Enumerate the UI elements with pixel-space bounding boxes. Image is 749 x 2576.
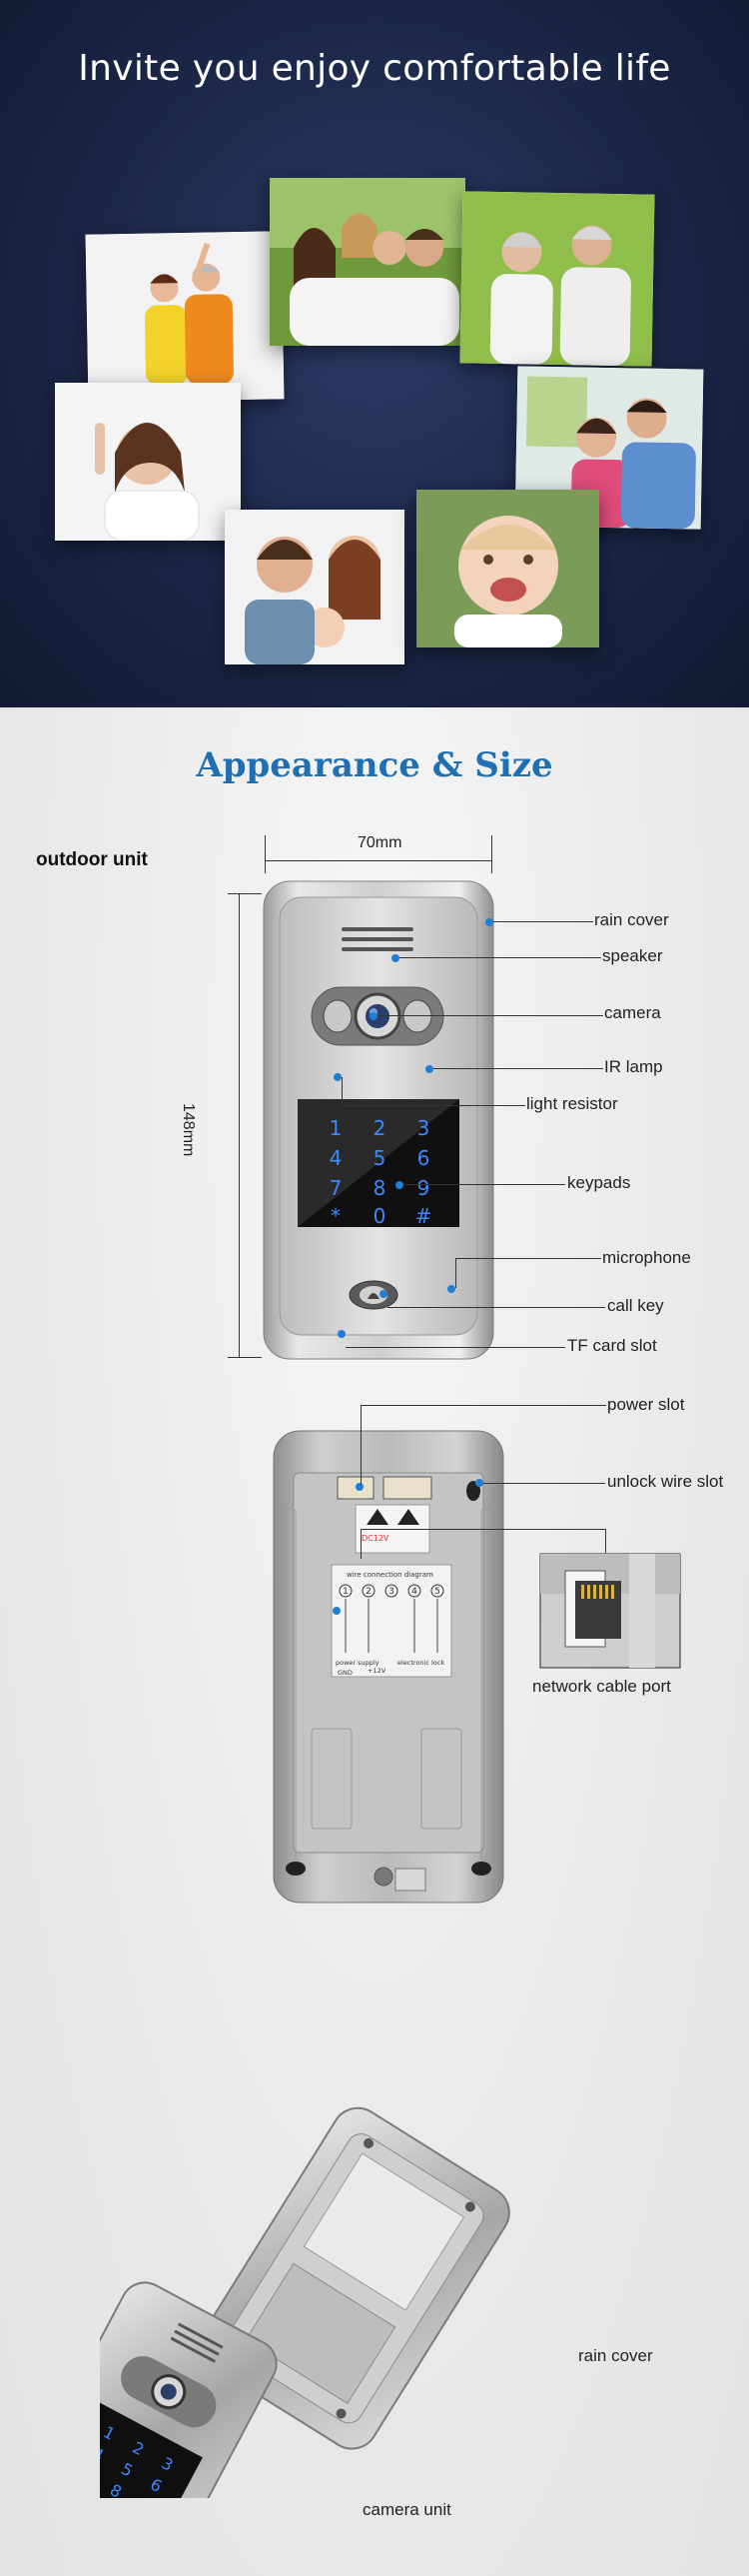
section-title: Appearance & Size bbox=[196, 745, 553, 785]
diagram-num-1: 1 bbox=[343, 1587, 349, 1597]
photo-smiling-baby bbox=[416, 490, 599, 647]
electronic-lock-text: electronic lock bbox=[397, 1659, 444, 1667]
leader-power-slot-h bbox=[361, 1405, 606, 1406]
label-light-resistor: light resistor bbox=[526, 1094, 618, 1113]
key-star: * bbox=[331, 1204, 341, 1228]
label-keypads: keypads bbox=[567, 1173, 631, 1192]
label-camera-unit: camera unit bbox=[363, 2500, 451, 2519]
leader-rain-cover bbox=[493, 921, 593, 922]
key-9: 9 bbox=[417, 1176, 430, 1200]
dot-power-slot bbox=[356, 1483, 364, 1491]
keypad-keys: 1 2 3 4 5 6 7 8 9 * 0 # bbox=[330, 1116, 432, 1228]
power-supply-text: power supply bbox=[336, 1659, 379, 1667]
svg-text:4: 4 bbox=[100, 2443, 107, 2465]
label-microphone: microphone bbox=[602, 1248, 691, 1267]
label-speaker: speaker bbox=[602, 946, 663, 965]
leader-network-port-down bbox=[605, 1529, 606, 1553]
v12-text: +12V bbox=[368, 1667, 386, 1675]
label-power-slot: power slot bbox=[607, 1395, 685, 1414]
label-camera: camera bbox=[604, 1003, 661, 1022]
dot-call-key bbox=[379, 1290, 387, 1298]
dot-keypads bbox=[395, 1181, 403, 1189]
key-4: 4 bbox=[330, 1146, 343, 1170]
key-hash: # bbox=[415, 1204, 432, 1228]
leader-network-port-v bbox=[361, 1529, 362, 1559]
diagram-num-2: 2 bbox=[366, 1587, 372, 1597]
photo-couple-baby bbox=[225, 510, 404, 664]
height-dim-tick-bottom bbox=[228, 1357, 262, 1358]
width-dimension: 70mm bbox=[358, 834, 402, 851]
height-dimension: 148mm bbox=[180, 1103, 197, 1157]
leader-speaker bbox=[399, 957, 601, 958]
leader-network-port-h bbox=[361, 1529, 606, 1530]
dot-microphone bbox=[447, 1285, 455, 1293]
width-dim-line bbox=[265, 860, 492, 861]
diagram-title: wire connection diagram bbox=[347, 1571, 433, 1579]
dot-ir-lamp bbox=[425, 1065, 433, 1073]
leader-microphone-h bbox=[455, 1258, 601, 1259]
label-call-key: call key bbox=[607, 1296, 664, 1315]
leader-light-resistor-h bbox=[342, 1105, 525, 1106]
leader-microphone bbox=[455, 1258, 456, 1288]
key-5: 5 bbox=[374, 1146, 386, 1170]
network-port-inset bbox=[539, 1553, 681, 1669]
exploded-view-illustration: 123 456 789 *0# bbox=[100, 2106, 510, 2498]
label-unlock-wire-slot: unlock wire slot bbox=[607, 1472, 724, 1491]
svg-text:9: 9 bbox=[136, 2496, 154, 2498]
dot-tf-card-slot bbox=[338, 1330, 346, 1338]
leader-keypads bbox=[403, 1184, 565, 1185]
photo-elderly-couple bbox=[459, 191, 655, 367]
hero-banner: Invite you enjoy comfortable life bbox=[0, 0, 749, 707]
key-7: 7 bbox=[330, 1176, 343, 1200]
front-unit-illustration: 1 2 3 4 5 6 7 8 9 * 0 # bbox=[263, 880, 494, 1360]
label-bottom-rain-cover: rain cover bbox=[578, 2346, 653, 2365]
dot-rain-cover bbox=[485, 918, 493, 926]
leader-light-resistor bbox=[342, 1077, 343, 1105]
hero-title: Invite you enjoy comfortable life bbox=[78, 48, 671, 89]
dot-network-port bbox=[333, 1607, 341, 1615]
width-dim-tick-right bbox=[491, 835, 492, 873]
key-1: 1 bbox=[330, 1116, 343, 1140]
dot-speaker bbox=[391, 954, 399, 962]
label-network-cable-port: network cable port bbox=[532, 1677, 671, 1696]
photo-couple-cheering bbox=[85, 231, 285, 403]
key-8: 8 bbox=[374, 1176, 386, 1200]
key-2: 2 bbox=[374, 1116, 386, 1140]
key-0: 0 bbox=[374, 1204, 386, 1228]
height-dim-tick-top bbox=[228, 893, 262, 894]
dot-camera bbox=[370, 1012, 377, 1020]
leader-ir-lamp bbox=[433, 1068, 603, 1069]
dot-light-resistor bbox=[334, 1073, 342, 1081]
photo-family-grass bbox=[270, 178, 465, 346]
photo-woman-pointing bbox=[55, 383, 241, 541]
diagram-num-5: 5 bbox=[434, 1587, 440, 1597]
diagram-num-4: 4 bbox=[411, 1587, 417, 1597]
key-6: 6 bbox=[417, 1146, 430, 1170]
diagram-num-3: 3 bbox=[388, 1587, 394, 1597]
gnd-text: GND bbox=[338, 1669, 353, 1677]
label-rain-cover: rain cover bbox=[594, 910, 669, 929]
label-tf-card-slot: TF card slot bbox=[567, 1336, 657, 1355]
label-ir-lamp: IR lamp bbox=[604, 1057, 663, 1076]
leader-camera bbox=[377, 1015, 603, 1016]
leader-unlock-wire-slot bbox=[483, 1483, 605, 1484]
height-dim-line bbox=[239, 893, 240, 1357]
leader-tf-card-slot bbox=[346, 1347, 565, 1348]
appearance-section: Appearance & Size outdoor unit 70mm 148m… bbox=[0, 707, 749, 2576]
back-unit-illustration: DC12V wire connection diagram 1 2 3 4 5 … bbox=[273, 1430, 504, 1904]
leader-call-key bbox=[387, 1307, 605, 1308]
voltage-label: DC12V bbox=[362, 1534, 389, 1543]
width-dim-tick-left bbox=[265, 835, 266, 873]
leader-power-slot-v bbox=[361, 1405, 362, 1485]
dot-unlock-wire-slot bbox=[475, 1479, 483, 1487]
key-3: 3 bbox=[417, 1116, 430, 1140]
outdoor-unit-label: outdoor unit bbox=[36, 849, 148, 870]
